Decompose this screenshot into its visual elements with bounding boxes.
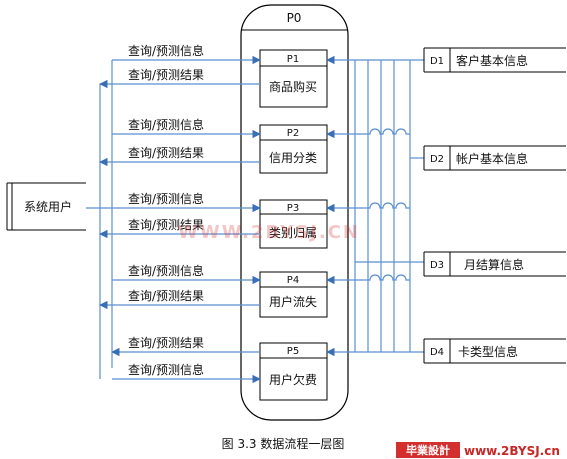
process-p3: P3 类别归属: [259, 199, 328, 249]
watermark: WWW.2BYSJ.CN: [178, 222, 360, 243]
right-flow-bus: [354, 60, 411, 352]
process-p5-id: P5: [287, 346, 299, 357]
data-store-d4-id: D4: [430, 347, 444, 358]
process-group-label: P0: [287, 11, 302, 25]
process-p1-id: P1: [287, 54, 299, 65]
process-p3-id: P3: [287, 203, 299, 214]
data-store-d1-name: 客户基本信息: [456, 53, 528, 68]
flows-to-entity: [99, 79, 260, 357]
process-p2-name: 信用分类: [269, 151, 317, 165]
flow-label-p3-out: 查询/预测结果: [128, 218, 204, 232]
brand-badge-text: 毕業設計: [406, 443, 450, 457]
data-store-d3-id: D3: [430, 260, 444, 271]
data-store-d2-id: D2: [430, 154, 444, 165]
data-store-d3-name: 月结算信息: [464, 257, 524, 272]
flow-label-p1-out: 查询/预测结果: [128, 68, 204, 82]
process-p4-name: 用户流失: [269, 294, 317, 309]
left-flow-bus: [86, 60, 113, 379]
brand-logo: 毕業設計 www.2BYSJ.cn: [396, 442, 560, 458]
data-store-d1-id: D1: [430, 56, 444, 67]
external-entity-label: 系统用户: [24, 199, 72, 214]
external-entity: 系统用户: [6, 182, 86, 231]
flow-label-p5-in: 查询/预测结果: [128, 336, 204, 350]
data-store-d3: D3 月结算信息: [423, 251, 566, 277]
flows-to-processes: [112, 55, 261, 384]
process-p1: P1 商品购买: [259, 49, 328, 108]
data-store-d4: D4 卡类型信息: [423, 338, 566, 364]
flow-label-p4-in: 查询/预测信息: [128, 263, 204, 278]
flow-label-p2-in: 查询/预测信息: [128, 117, 204, 132]
figure-caption: 图 3.3 数据流程一层图: [222, 436, 345, 451]
data-store-d2: D2 帐户基本信息: [423, 145, 566, 171]
flow-label-p5-out: 查询/预测信息: [128, 362, 204, 377]
process-p2: P2 信用分类: [259, 124, 328, 174]
process-p1-name: 商品购买: [269, 79, 317, 94]
flow-label-p4-out: 查询/预测结果: [128, 289, 204, 303]
brand-url: www.2BYSJ.cn: [464, 444, 560, 458]
process-p3-name: 类别归属: [269, 226, 317, 240]
data-store-d1: D1 客户基本信息: [423, 47, 566, 73]
process-p4: P4 用户流失: [259, 271, 328, 318]
data-store-d2-name: 帐户基本信息: [456, 151, 528, 166]
data-store-d4-name: 卡类型信息: [458, 344, 518, 359]
process-p2-id: P2: [287, 128, 299, 139]
process-p5: P5 用户欠费: [259, 342, 328, 401]
flow-label-p3-in: 查询/预测信息: [128, 191, 204, 206]
flow-label-p2-out: 查询/预测结果: [128, 146, 204, 160]
process-p5-name: 用户欠费: [269, 372, 317, 387]
flow-label-p1-in: 查询/预测信息: [128, 43, 204, 58]
process-p4-id: P4: [287, 275, 299, 286]
flows-from-stores: [326, 55, 424, 357]
